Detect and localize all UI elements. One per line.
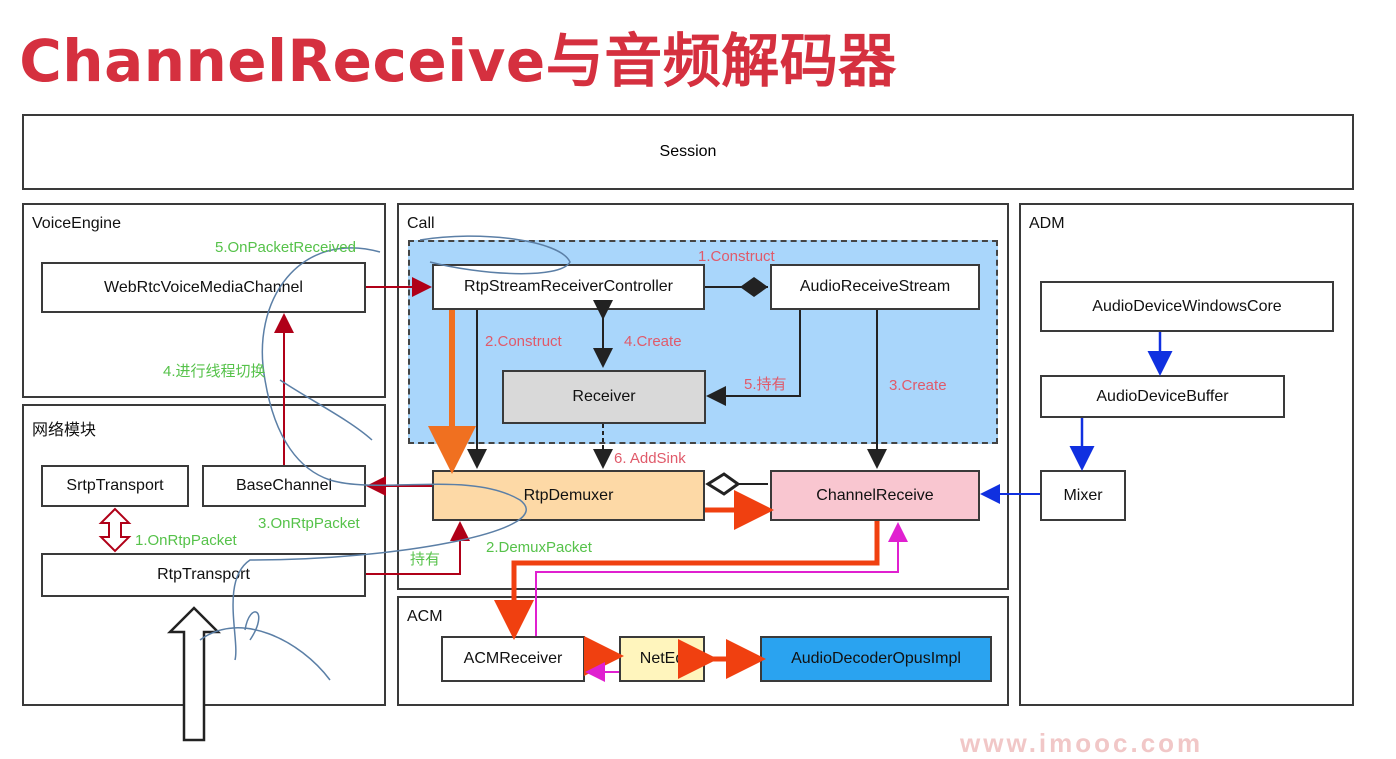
- srtp-transport-box: SrtpTransport: [41, 465, 189, 507]
- connector-arrows: [98, 235, 1173, 742]
- base-channel-box: BaseChannel: [202, 465, 366, 507]
- mixer-box: Mixer: [1040, 470, 1126, 521]
- channel-receive-box: ChannelReceive: [770, 470, 980, 521]
- adm-label: ADM: [1029, 215, 1065, 232]
- audio-device-buffer-box: AudioDeviceBuffer: [1040, 375, 1285, 418]
- label-create-3: 3.Create: [889, 377, 947, 394]
- label-on-packet-received-5: 5.OnPacketReceived: [215, 239, 356, 256]
- label-demux-packet-2: 2.DemuxPacket: [486, 539, 592, 556]
- label-thread-switch-4: 4.进行线程切换: [163, 363, 266, 380]
- voice-engine-label: VoiceEngine: [32, 215, 121, 232]
- receiver-box: Receiver: [502, 370, 706, 424]
- session-label: Session: [659, 143, 717, 160]
- session-region: Session: [22, 114, 1354, 190]
- label-add-sink-6: 6. AddSink: [614, 450, 686, 467]
- label-hold: 持有: [410, 551, 441, 568]
- acm-label: ACM: [407, 608, 443, 625]
- call-label: Call: [407, 215, 435, 232]
- label-create-4: 4.Create: [624, 333, 682, 350]
- label-construct-1: 1.Construct: [698, 248, 775, 265]
- rtp-transport-box: RtpTransport: [41, 553, 366, 597]
- audio-device-windows-core-box: AudioDeviceWindowsCore: [1040, 281, 1334, 332]
- webrtc-voice-media-channel-box: WebRtcVoiceMediaChannel: [41, 262, 366, 313]
- label-hold-5: 5.持有: [744, 376, 787, 393]
- label-on-rtp-packet-3: 3.OnRtpPacket: [258, 515, 360, 532]
- audio-receive-stream-box: AudioReceiveStream: [770, 264, 980, 310]
- rtp-demuxer-box: RtpDemuxer: [432, 470, 705, 521]
- watermark: www.imooc.com: [960, 728, 1204, 758]
- network-label: 网络模块: [32, 422, 97, 439]
- label-on-rtp-packet-1: 1.OnRtpPacket: [135, 532, 237, 549]
- label-construct-2: 2.Construct: [485, 333, 562, 350]
- page-title: ChannelReceive与音频解码器: [19, 27, 897, 95]
